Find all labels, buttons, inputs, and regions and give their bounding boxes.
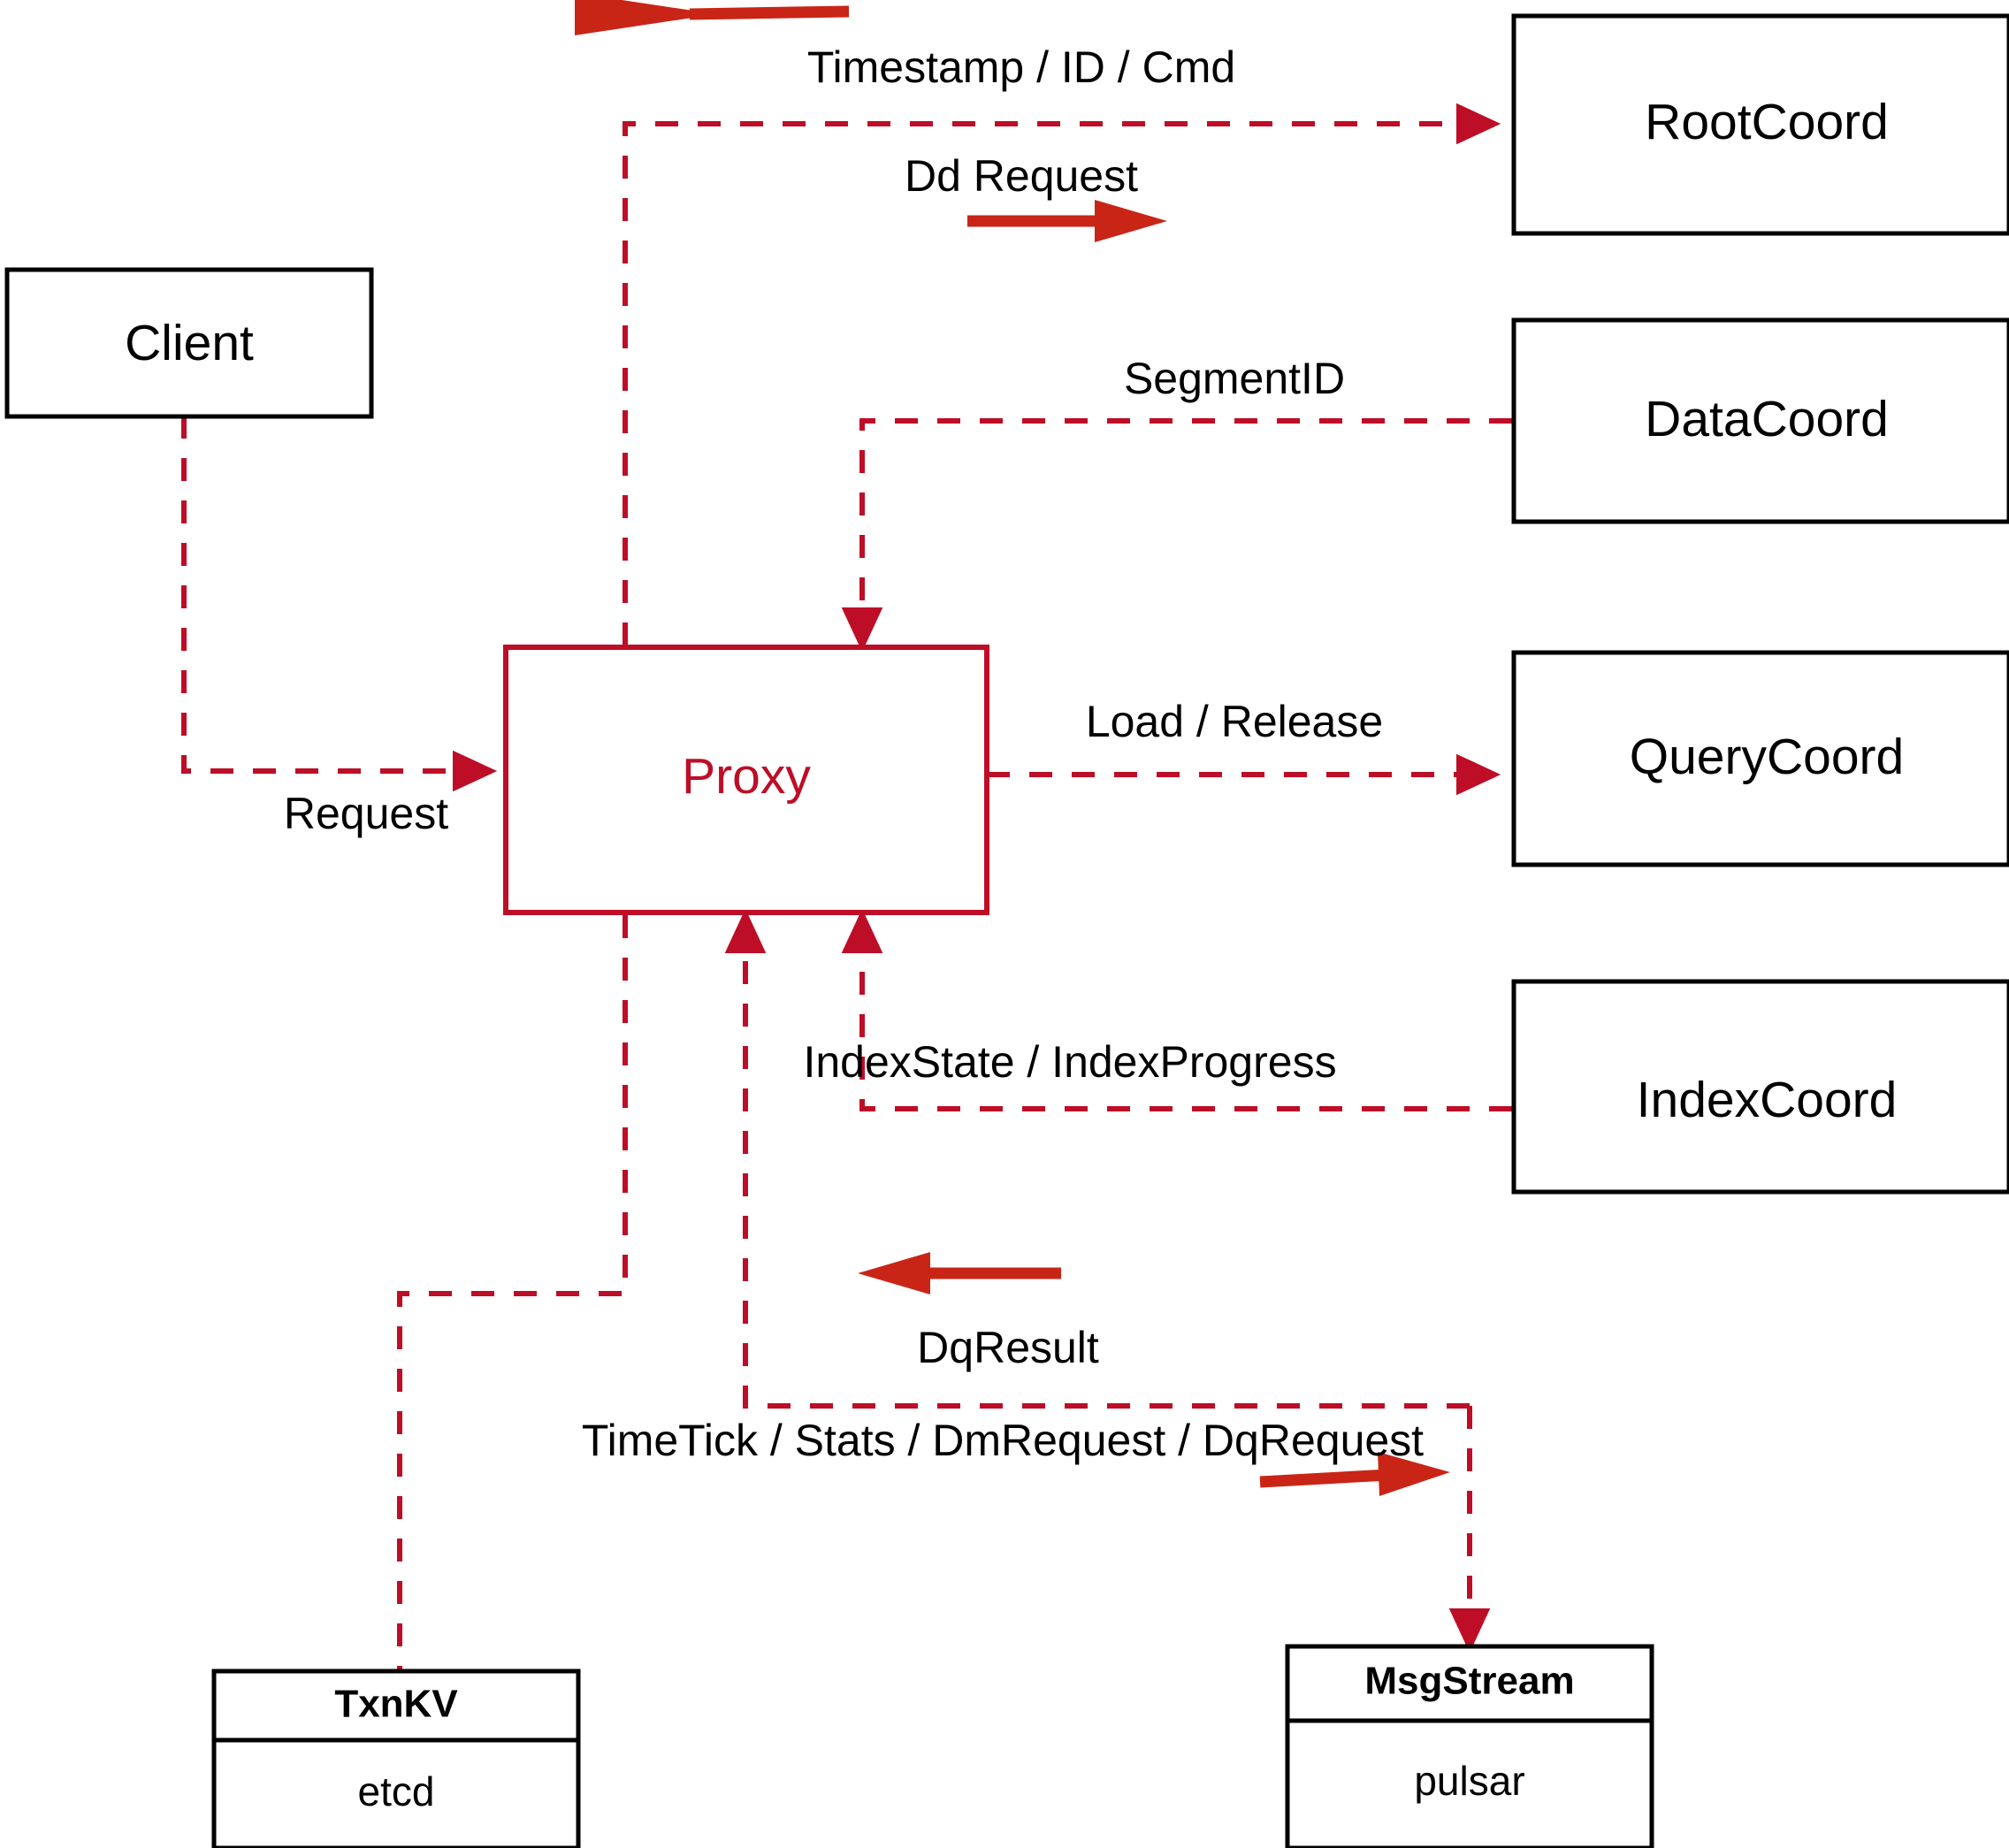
store-txnkv-title: TxnKV: [334, 1683, 458, 1726]
edge-proxy-to-rootcoord: [623, 103, 1501, 645]
node-rootcoord-label: RootCoord: [1645, 94, 1889, 150]
edge-label-index-state-progress: IndexState / IndexProgress: [803, 1037, 1336, 1087]
node-proxy-box[interactable]: [503, 645, 989, 915]
store-msgstream-title: MsgStream: [1364, 1660, 1574, 1703]
node-indexcoord-label: IndexCoord: [1637, 1072, 1898, 1128]
direction-arrow-left-dqresult: [858, 1252, 1061, 1294]
store-txnkv[interactable]: TxnKV etcd: [211, 1669, 581, 1848]
node-indexcoord-box[interactable]: [1511, 979, 2009, 1195]
edge-label-request: Request: [284, 789, 448, 838]
store-msgstream[interactable]: MsgStream pulsar: [1285, 1644, 1654, 1848]
edge-label-dq-result: DqResult: [917, 1323, 1099, 1372]
edge-msgstream-to-proxy: [724, 908, 1470, 1409]
store-txnkv-body: etcd: [358, 1768, 435, 1814]
node-client-box[interactable]: [4, 267, 374, 419]
edge-client-to-proxy: [181, 416, 498, 792]
node-rootcoord-box[interactable]: [1511, 13, 2009, 236]
edge-label-load-release: Load / Release: [1086, 697, 1383, 746]
node-client-label: Client: [125, 315, 254, 371]
direction-arrow-right-timetick: [1259, 1452, 1450, 1496]
edge-label-timestamp-id-cmd: Timestamp / ID / Cmd: [807, 42, 1235, 92]
edge-proxy-to-txnkv: [397, 915, 628, 1671]
node-datacoord-label: DataCoord: [1645, 391, 1889, 447]
edge-datacoord-to-proxy: [841, 418, 1512, 653]
edge-label-dd-request: Dd Request: [905, 151, 1138, 201]
edge-label-timetick-stats: TimeTick / Stats / DmRequest / DqRequest: [582, 1416, 1424, 1465]
edge-indexcoord-to-proxy: [841, 908, 1512, 1111]
direction-arrow-left-timestamp: [575, 0, 850, 35]
edge-label-segment-id: SegmentID: [1124, 354, 1345, 403]
node-datacoord-box[interactable]: [1511, 317, 2009, 524]
store-msgstream-body: pulsar: [1414, 1758, 1524, 1804]
node-querycoord-label: QueryCoord: [1630, 729, 1904, 785]
node-querycoord-box[interactable]: [1511, 650, 2009, 867]
direction-arrow-right-ddrequest: [967, 200, 1167, 242]
node-proxy-label: Proxy: [682, 748, 811, 805]
